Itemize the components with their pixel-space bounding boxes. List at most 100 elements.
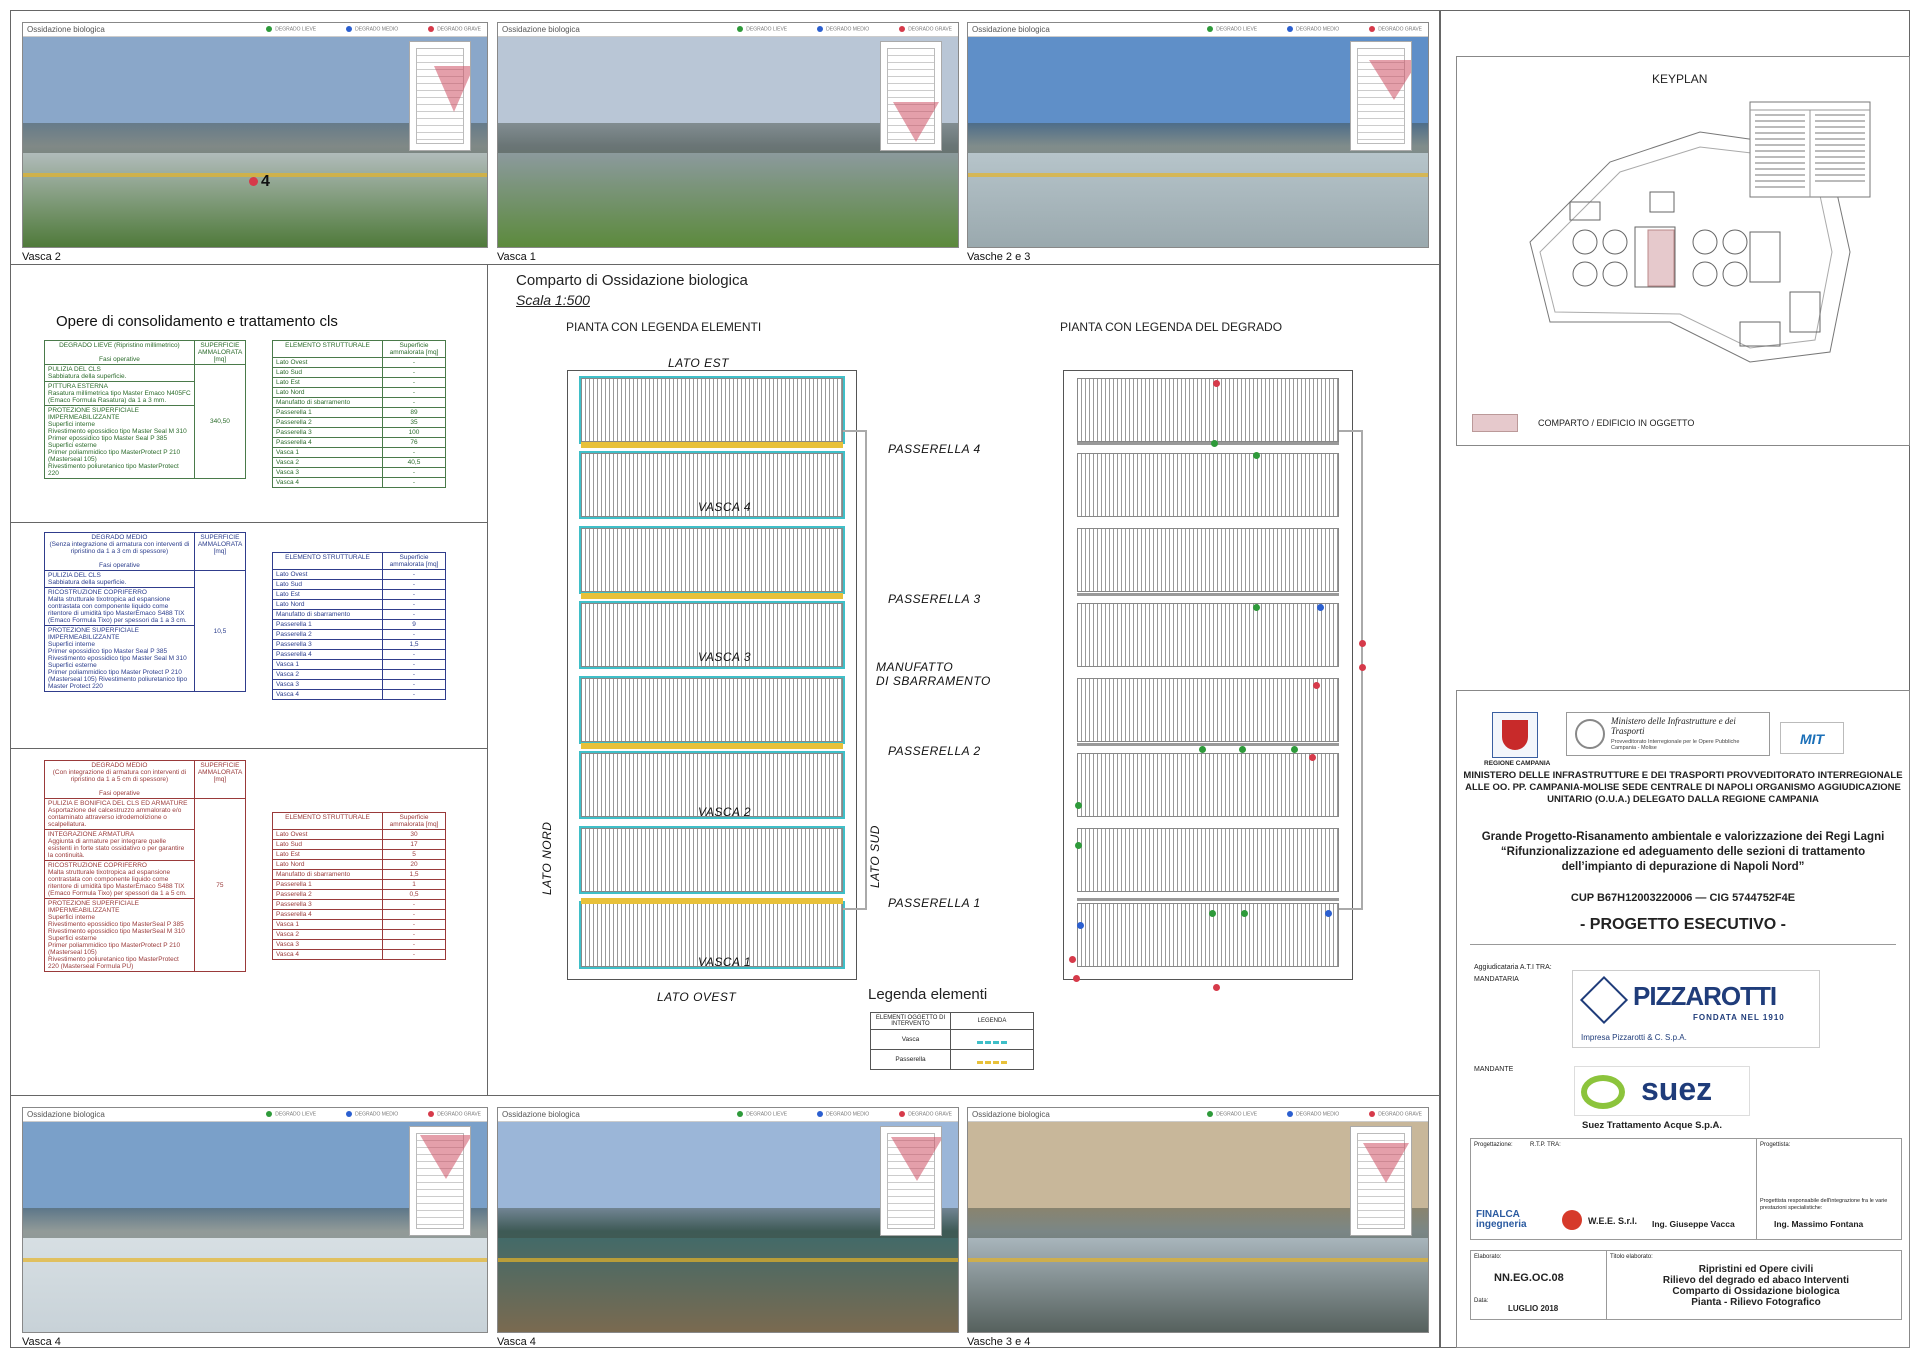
elaborato-divider — [1606, 1250, 1607, 1320]
aggiudicataria-label: Aggiudicataria A.T.I TRA: — [1474, 964, 1552, 971]
element-value: - — [382, 357, 446, 368]
element-name: Passerella 1 — [272, 879, 383, 890]
legend-dot-icon — [266, 1111, 273, 1117]
element-value: - — [382, 589, 446, 600]
label-vasca: VASCA 1 — [698, 955, 752, 969]
pizzarotti-mark-icon — [1579, 975, 1629, 1025]
legend-dot-icon — [1287, 26, 1294, 32]
tank-bay — [1077, 828, 1339, 892]
plan-elements — [567, 370, 867, 980]
degrado-legend-item: DEGRADO MEDIO — [817, 1111, 869, 1117]
finalca-logo: FINALCA ingegneria — [1476, 1209, 1527, 1230]
element-name: Lato Ovest — [272, 569, 383, 580]
element-value: 1,5 — [382, 639, 446, 650]
label-lato-est: LATO EST — [668, 356, 729, 370]
wee-mark-icon — [1562, 1210, 1582, 1230]
photo-railing — [23, 1258, 487, 1262]
photo-railing — [498, 1258, 958, 1262]
plan-title: Comparto di Ossidazione biologica — [516, 272, 748, 289]
degrado-point-icon — [1309, 754, 1316, 761]
element-name: Passerella 4 — [272, 437, 383, 448]
pipe-outline — [843, 430, 867, 910]
degrado-legend-item: DEGRADO GRAVE — [1369, 26, 1422, 32]
passerella-line — [1077, 898, 1339, 901]
degrado-legend-item: DEGRADO MEDIO — [346, 26, 398, 32]
element-value: 100 — [382, 427, 446, 438]
element-value: 17 — [382, 839, 446, 850]
suez-wordmark: suez — [1641, 1071, 1713, 1107]
element-value: - — [382, 467, 446, 478]
element-value: 89 — [382, 407, 446, 418]
degrado-legend-item: DEGRADO MEDIO — [346, 1111, 398, 1117]
element-name: Lato Est — [272, 377, 383, 388]
elaborato-code: NN.EG.OC.08 — [1494, 1272, 1564, 1284]
legend-dot-icon — [1207, 26, 1214, 32]
element-value: - — [382, 659, 446, 670]
degrado-point-icon — [1209, 910, 1216, 917]
elements-header: Superficie ammalorata [mq] — [382, 552, 446, 570]
ops-step: RICOSTRUZIONE COPRIFERRO Malta struttura… — [44, 587, 195, 626]
element-name: Passerella 3 — [272, 427, 383, 438]
photo-minimap — [409, 1126, 471, 1236]
element-value: - — [382, 669, 446, 680]
photo-minimap — [1350, 41, 1412, 151]
label-lato-ovest: LATO OVEST — [657, 990, 737, 1004]
passerella-line — [1077, 593, 1339, 596]
photo-minimap — [409, 41, 471, 151]
element-name: Manufatto di sbarramento — [272, 397, 383, 408]
degrado-legend-item: DEGRADO GRAVE — [1369, 1111, 1422, 1117]
element-value: - — [382, 477, 446, 488]
legend-dot-icon — [346, 26, 353, 32]
element-name: Lato Sud — [272, 839, 383, 850]
degrado-legend-item: DEGRADO LIEVE — [266, 1111, 316, 1117]
label-passerella: PASSERELLA 4 — [888, 442, 981, 456]
suez-name: Suez Trattamento Acque S.p.A. — [1582, 1120, 1723, 1131]
ops-step: PROTEZIONE SUPERFICIALE IMPERMEABILIZZAN… — [44, 625, 195, 692]
legend-swatch-vasca — [950, 1029, 1034, 1050]
legend-dot-icon — [899, 1111, 906, 1117]
element-name: Passerella 3 — [272, 639, 383, 650]
element-name: Passerella 4 — [272, 649, 383, 660]
marker-dot-icon — [249, 177, 258, 186]
tank-bay — [1077, 753, 1339, 817]
engineer-vacca: Ing. Giuseppe Vacca — [1652, 1219, 1735, 1229]
tank-bay — [579, 676, 845, 744]
degrado-point-icon — [1313, 682, 1320, 689]
progettazione-label: Progettazione: — [1474, 1142, 1513, 1148]
element-name: Lato Est — [272, 849, 383, 860]
top-photo-caption: Vasca 2 — [22, 251, 61, 263]
degrado-point-icon — [1211, 440, 1218, 447]
element-name: Vasca 4 — [272, 949, 383, 960]
green-divider — [10, 522, 488, 523]
degrado-point-icon — [1325, 910, 1332, 917]
legend-table: ELEMENTI OGGETTO DI INTERVENTO LEGENDA V… — [870, 1012, 1034, 1070]
element-name: Vasca 2 — [272, 457, 383, 468]
photo-marker: 4 — [249, 173, 270, 191]
label-passerella: PASSERELLA 3 — [888, 592, 981, 606]
legend-row-vasca: Vasca — [870, 1029, 951, 1050]
tank-bay — [1077, 678, 1339, 742]
degrado-point-icon — [1075, 802, 1082, 809]
degrado-legend-item: DEGRADO MEDIO — [1287, 1111, 1339, 1117]
element-name: Lato Sud — [272, 367, 383, 378]
label-passerella: PASSERELLA 2 — [888, 744, 981, 758]
element-name: Lato Nord — [272, 599, 383, 610]
element-name: Lato Nord — [272, 387, 383, 398]
label-passerella: PASSERELLA 1 — [888, 896, 981, 910]
passerella-line — [1077, 743, 1339, 746]
republic-emblem-icon — [1575, 719, 1605, 749]
photo-railing — [968, 1258, 1428, 1262]
element-value: - — [382, 689, 446, 700]
keyplan-drawing — [1529, 101, 1871, 363]
element-value: 35 — [382, 417, 446, 428]
phase-rule — [1470, 944, 1896, 945]
label-vasca: VASCA 3 — [698, 650, 752, 664]
bottom-photo-caption: Vasche 3 e 4 — [967, 1336, 1031, 1348]
top-photo-caption: Vasca 1 — [497, 251, 536, 263]
